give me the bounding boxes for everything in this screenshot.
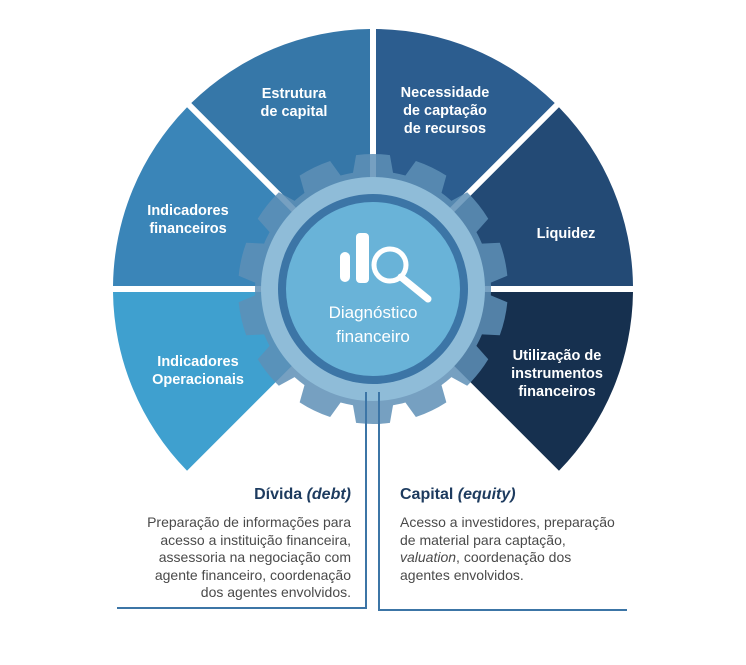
center-title-line2: financeiro: [336, 327, 410, 346]
equity-line-3-italic: valuation: [400, 549, 457, 566]
debt-line-1: Preparação de informações para: [147, 514, 351, 530]
center-disc: [286, 202, 460, 376]
segment-label-estrutura-de-capital-1: Estrutura: [262, 86, 327, 102]
segment-label-instrumentos-financeiros-2: instrumentos: [511, 366, 603, 382]
segment-label-liquidez-1: Liquidez: [537, 226, 596, 242]
segment-shape-indicadores-operacionais: [113, 292, 301, 471]
chart-magnifier-icon: [340, 233, 432, 303]
segment-label-necessidade-captacao-3: de recursos: [404, 121, 486, 137]
segment-label-estrutura-de-capital-2: de capital: [261, 104, 328, 120]
debt-title: Dívida (debt): [254, 486, 351, 503]
segment-label-necessidade-captacao-2: de captação: [403, 103, 487, 119]
debt-description: Preparação de informações para acesso a …: [100, 514, 351, 602]
equity-line-2: de material para captação,: [400, 531, 566, 548]
segment-label-indicadores-financeiros-2: financeiros: [149, 221, 226, 237]
segment-shape-instrumentos-financeiros: [445, 292, 633, 471]
segment-label-indicadores-financeiros-1: Indicadores: [147, 203, 228, 219]
equity-line-4: agentes envolvidos.: [400, 566, 524, 583]
equity-description: Acesso a investidores, preparação de mat…: [400, 514, 660, 584]
segment-label-instrumentos-financeiros-3: financeiros: [518, 384, 595, 400]
segment-label-indicadores-operacionais-1: Indicadores: [157, 354, 238, 370]
equity-title: Capital (equity): [400, 486, 516, 503]
segment-indicadores-financeiros: Indicadores financeiros: [113, 107, 301, 286]
segment-shape-indicadores-financeiros: [113, 107, 301, 286]
center-layer: Diagnóstico financeiro: [278, 194, 468, 384]
segments-layer: IndicadoresOperacionaisIndicadoresfinanc…: [113, 29, 633, 471]
segment-instrumentos-financeiros: Utilização de instrumentos financeiros: [445, 292, 633, 471]
equity-connector-line: [378, 392, 627, 611]
segment-label-necessidade-captacao-1: Necessidade: [401, 85, 490, 101]
debt-line-2: acesso a instituição financeira,: [160, 531, 351, 548]
debt-connector-line: [117, 392, 367, 609]
center-title-line1: Diagnóstico: [329, 303, 418, 322]
equity-panel: Capital (equity) Acesso a investidores, …: [400, 486, 660, 584]
debt-line-3: assessoria na negociação com: [158, 549, 351, 566]
segment-label-indicadores-operacionais-2: Operacionais: [152, 372, 244, 388]
debt-panel: Dívida (debt) Preparação de informações …: [100, 486, 351, 602]
equity-line-1: Acesso a investidores, preparação: [400, 514, 615, 530]
segment-shape-liquidez: [445, 107, 633, 286]
equity-line-3: , coordenação dos: [456, 549, 572, 566]
connector-layer: [117, 392, 627, 611]
segment-liquidez: Liquidez: [445, 107, 633, 286]
segment-label-instrumentos-financeiros-1: Utilização de: [513, 348, 602, 364]
debt-line-4: agente financeiro, coordenação: [154, 566, 351, 583]
debt-line-5: dos agentes envolvidos.: [200, 584, 351, 601]
